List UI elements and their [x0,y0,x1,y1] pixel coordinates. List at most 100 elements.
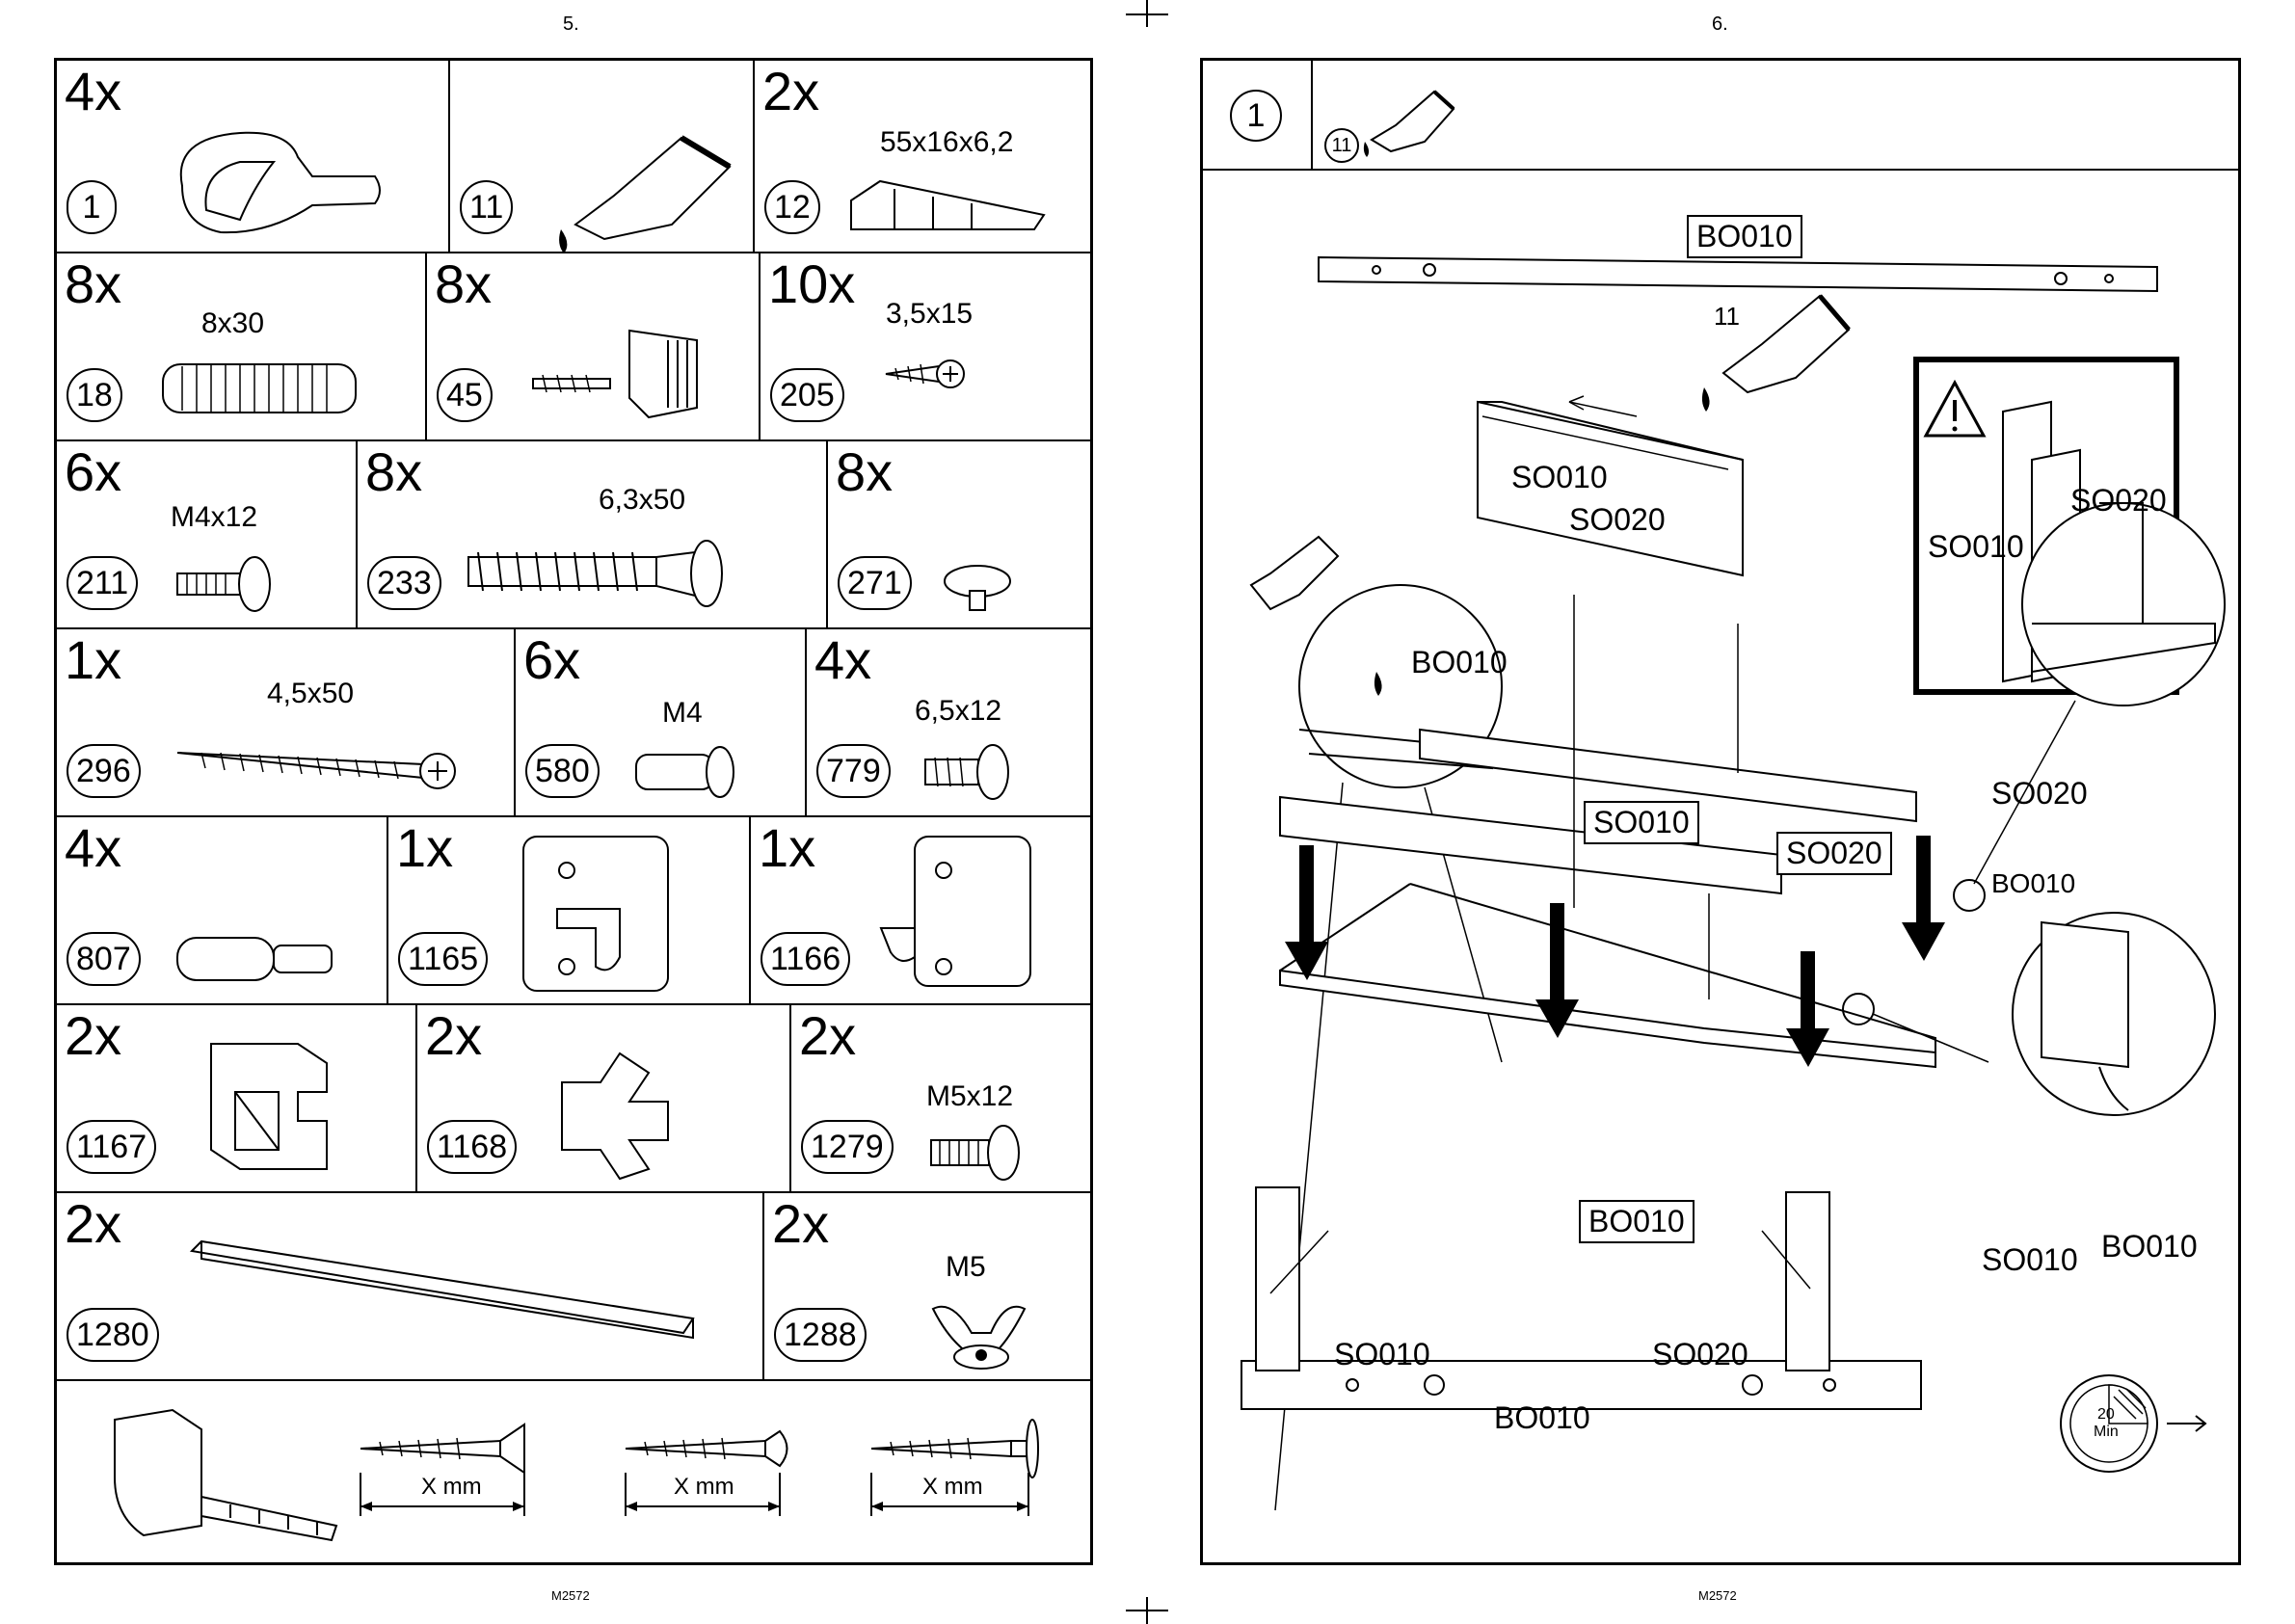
wing-nut-icon [931,1305,1027,1370]
part-cell-45: 8x 45 [425,253,759,439]
part-cell-1: 4x 1 [57,61,448,252]
label-bo010-main: BO010 [1579,1200,1695,1243]
part-qty: 1x [65,629,122,690]
part-cell-12: 2x 55x16x6,2 12 [753,61,1094,252]
label-so010-zoom-bottom: SO010 [1982,1242,2078,1277]
label-so010-front: SO010 [1334,1337,1430,1371]
part-id: 1165 [398,932,489,986]
label-so020-front: SO020 [1652,1337,1748,1371]
part-size: 55x16x6,2 [880,126,1014,158]
part-id: 45 [437,368,493,422]
part-id: 807 [67,932,141,986]
part-qty: 1x [396,817,454,878]
countersunk-screw-icon [360,1423,525,1516]
footer-right: M2572 [1698,1588,1737,1603]
part-qty: 2x [762,61,820,121]
part-id: 1279 [801,1120,894,1174]
part-cell-1288: 2x M5 1288 [762,1193,1094,1379]
part-qty: 2x [799,1005,857,1066]
part-cell-1279: 2x M5x12 1279 [789,1005,1094,1191]
parts-row-1: 4x 1 11 2x 55x16x6,2 12 [57,61,1090,253]
parts-row-6: 2x 1167 2x 1168 2x M5x12 1279 [57,1005,1090,1193]
glue-tube-icon [1363,90,1455,157]
part-size: M5 [946,1251,986,1283]
part-size: 8x30 [201,307,265,339]
parts-row-2: 8x 8x30 18 8x 45 [57,253,1090,441]
parts-list-frame: 4x 1 11 2x 55x16x6,2 12 [54,58,1093,1565]
corner-connector-icon [532,329,698,419]
part-qty: 8x [435,253,493,314]
part-cell-211: 6x M4x12 211 [57,441,356,627]
part-size: 6,5x12 [915,695,1002,727]
part-qty: 8x [65,253,122,314]
part-qty: 2x [772,1193,830,1254]
part-id: 271 [838,556,912,610]
part-cell-233: 8x 6,3x50 233 [356,441,826,627]
hanger-bracket-hook-icon [879,836,1031,987]
measure-row: X mm X mm X mm [57,1381,1090,1564]
screw-small-icon [885,359,965,388]
part-qty: 8x [365,441,423,502]
label-so020-zoom: SO020 [1991,776,2088,811]
page-number-left: 5. [563,13,579,35]
confirmat-screw-icon [467,540,723,607]
part-qty: 6x [523,629,581,690]
part-cell-11: 11 [448,61,753,253]
part-qty: 2x [65,1005,122,1066]
label-bo010-zoom: BO010 [1411,645,1508,679]
label-so020-main: SO020 [1776,832,1892,875]
part-size: 4,5x50 [267,678,355,709]
machine-screw-icon [176,556,271,612]
part-cell-1165: 1x 1165 [387,817,749,1003]
part-size: M5x12 [926,1080,1014,1112]
part-id: 1280 [67,1308,159,1362]
crop-mark-bottom-h [1126,1610,1168,1611]
cover-cap-icon [944,565,1011,611]
hanger-bracket-icon [522,836,669,992]
dowel-icon [162,363,357,413]
part-cell-779: 4x 6,5x12 779 [805,629,1094,815]
label-glue-11: 11 [1714,302,1740,331]
bolt-icon [930,1125,1020,1181]
label-so020-warning: SO020 [2070,483,2167,518]
part-id: 12 [764,180,820,234]
part-qty: 4x [65,817,122,878]
part-size: 6,3x50 [599,484,686,516]
part-id: 296 [67,744,141,798]
page-number-right: 6. [1712,13,1728,35]
label-bo010-zoom-bottom: BO010 [2101,1229,2198,1264]
part-qty: 8x [836,441,894,502]
part-qty: 4x [814,629,872,690]
part-qty: 1x [759,817,816,878]
part-qty: 2x [65,1193,122,1254]
label-so010-plank: SO010 [1511,460,1608,494]
pan-head-screw-icon [870,1419,1039,1516]
part-cell-18: 8x 8x30 18 [57,253,425,439]
footer-left: M2572 [551,1588,590,1603]
label-so010-main: SO010 [1584,801,1699,844]
part-cell-1167: 2x 1167 [57,1005,415,1191]
part-cell-271: 8x 271 [826,441,1094,627]
measure-label-2: X mm [674,1474,734,1500]
part-size: M4x12 [171,501,258,533]
raised-head-screw-icon [625,1429,788,1516]
glue-tube-icon [559,135,732,253]
part-cell-1168: 2x 1168 [415,1005,789,1191]
part-cell-205: 10x 3,5x15 205 [759,253,1094,439]
shelf-pin-icon [176,937,333,981]
parts-row-5: 4x 807 1x 1165 1x [57,817,1090,1005]
part-id: 779 [816,744,891,798]
part-cell-1166: 1x 1166 [749,817,1094,1003]
parts-row-3: 6x M4x12 211 8x 6,3x50 233 8x [57,441,1090,629]
label-bo010-top: BO010 [1687,215,1802,258]
part-id: 580 [525,744,600,798]
part-id: 1 [67,180,117,234]
measure-label-3: X mm [922,1474,983,1500]
part-qty: 6x [65,441,122,502]
part-id: 233 [367,556,441,610]
barrel-nut-icon [635,746,734,798]
part-id: 1168 [427,1120,518,1174]
wood-screw-long-icon [176,752,456,789]
instruction-frame: 1 11 [1200,58,2241,1565]
part-qty: 4x [65,61,122,121]
